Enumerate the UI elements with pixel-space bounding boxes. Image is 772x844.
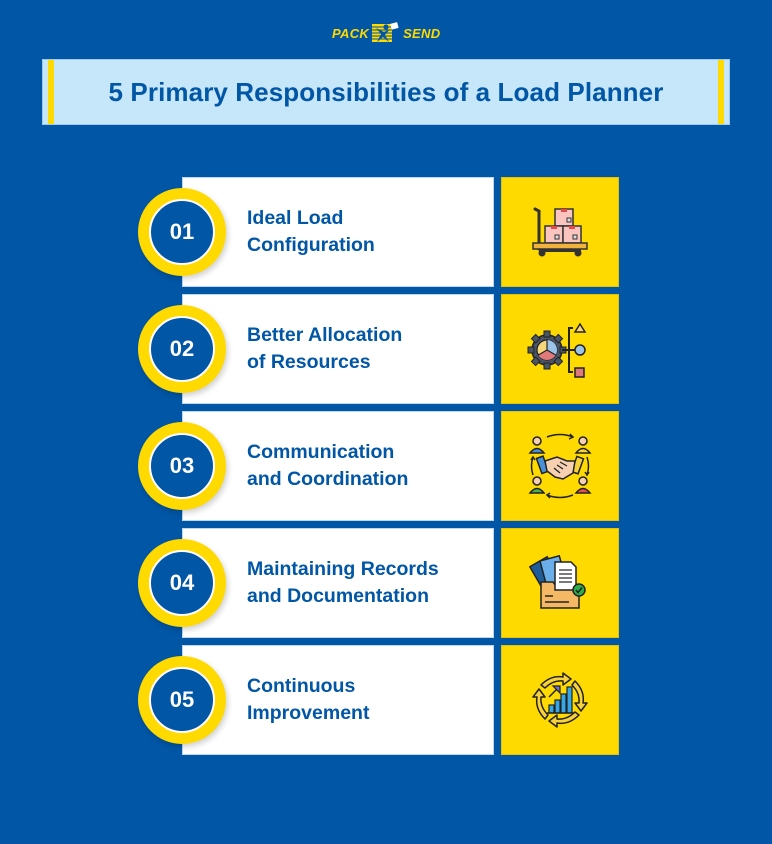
responsibility-item: Better Allocation of Resources 02 (0, 294, 772, 404)
number-badge: 05 (138, 656, 226, 744)
item-title-line2: and Documentation (247, 585, 430, 607)
item-title: Ideal Load Configuration (247, 205, 375, 259)
number-badge: 04 (138, 539, 226, 627)
item-card: Continuous Improvement (182, 645, 494, 755)
logo-word-pack: PACK (332, 25, 370, 41)
folder-documents-check-icon (528, 554, 586, 609)
handshake-team-icon (528, 433, 592, 499)
item-title-line2: Configuration (247, 234, 375, 256)
item-title: Maintaining Records and Documentation (247, 556, 439, 610)
item-title-line2: and Coordination (247, 468, 409, 490)
number-label: 02 (149, 316, 215, 382)
banner-accent-left (48, 60, 54, 124)
number-badge: 03 (138, 422, 226, 510)
number-badge: 01 (138, 188, 226, 276)
item-title-line2: Improvement (247, 702, 370, 724)
icon-tile (501, 177, 619, 287)
logo-word-send: SEND (403, 25, 441, 41)
responsibility-item: Maintaining Records and Documentation 04 (0, 528, 772, 638)
number-label: 05 (149, 667, 215, 733)
responsibility-item: Communication and Coordination 03 (0, 411, 772, 521)
icon-tile (501, 294, 619, 404)
item-title: Better Allocation of Resources (247, 322, 402, 376)
number-badge: 02 (138, 305, 226, 393)
pack-send-logo: PACK SEND (332, 20, 440, 46)
item-card: Ideal Load Configuration (182, 177, 494, 287)
item-card: Better Allocation of Resources (182, 294, 494, 404)
item-card: Communication and Coordination (182, 411, 494, 521)
number-label: 04 (149, 550, 215, 616)
item-card: Maintaining Records and Documentation (182, 528, 494, 638)
icon-tile (501, 411, 619, 521)
item-title-line1: Continuous (247, 675, 356, 697)
item-title-line1: Better Allocation (247, 324, 403, 346)
item-title-line2: of Resources (247, 351, 371, 373)
number-label: 03 (149, 433, 215, 499)
growth-cycle-chart-icon (532, 672, 588, 728)
icon-tile (501, 528, 619, 638)
item-title-line1: Communication (247, 441, 395, 463)
icon-tile (501, 645, 619, 755)
responsibility-item: Ideal Load Configuration 01 (0, 177, 772, 287)
hand-truck-boxes-icon (532, 207, 588, 257)
running-figure-parcel-icon (372, 22, 400, 44)
banner-accent-right (718, 60, 724, 124)
item-title-line1: Maintaining Records (247, 558, 439, 580)
item-title-line1: Ideal Load (247, 207, 344, 229)
gear-resource-allocation-icon (527, 322, 587, 378)
page-title: 5 Primary Responsibilities of a Load Pla… (108, 76, 664, 107)
title-banner: 5 Primary Responsibilities of a Load Pla… (42, 59, 730, 125)
number-label: 01 (149, 199, 215, 265)
item-title: Continuous Improvement (247, 673, 369, 727)
item-title: Communication and Coordination (247, 439, 408, 493)
responsibility-item: Continuous Improvement 05 (0, 645, 772, 755)
